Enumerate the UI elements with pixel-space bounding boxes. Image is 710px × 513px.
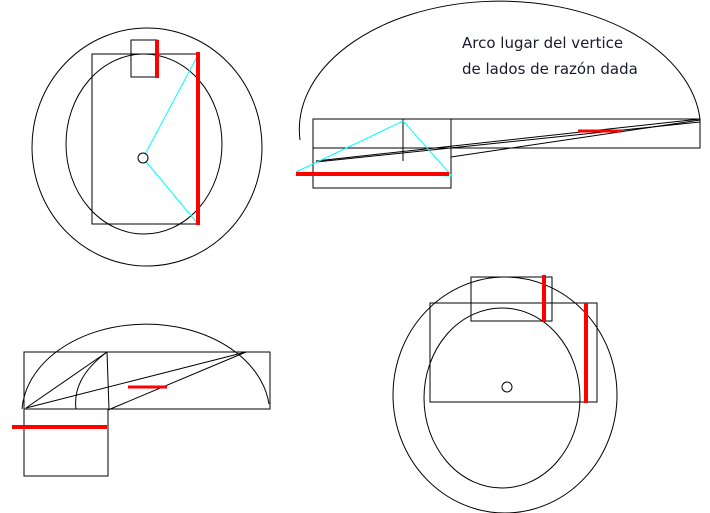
inscribed-rectangle-bottom-right — [429, 302, 598, 403]
ray-chord-bottom-left — [107, 351, 247, 411]
annotation-line-2: de lados de razón dada — [462, 60, 638, 78]
outer-circle-top-left — [31, 27, 263, 267]
cyan-radius-lower-top-left — [142, 157, 199, 225]
band-rectangle-top-right — [312, 118, 701, 149]
ray-long-bottom-left — [25, 351, 247, 409]
ray-upper-top-right — [450, 119, 701, 158]
cyan-left-leg-top-right — [295, 120, 404, 173]
annotation-line-1: Arco lugar del vertice — [462, 34, 623, 52]
inner-arc-bottom-left — [75, 351, 108, 410]
locus-arc-bottom-left — [21, 323, 270, 410]
locus-arc-top-right — [298, 0, 701, 141]
center-point-top-left — [137, 152, 149, 164]
vertical-tick-bottom-left — [106, 351, 110, 410]
outer-circle-bottom-right — [392, 276, 618, 513]
small-rectangle-top-left — [130, 39, 158, 78]
figure-top-left — [31, 27, 263, 267]
small-rectangle-bottom-right — [470, 276, 553, 322]
figure-top-right: Arco lugar del vertice de lados de razón… — [295, 0, 701, 189]
inscribed-rectangle-top-left — [91, 53, 199, 225]
band-rectangle-bottom-left — [23, 351, 271, 410]
center-point-bottom-right — [501, 381, 513, 393]
ray-mid-top-right — [315, 121, 701, 163]
cyan-right-leg-top-right — [402, 120, 453, 177]
lower-rectangle-bottom-left — [23, 408, 109, 477]
ray-short-bottom-left — [25, 351, 108, 409]
figure-bottom-right — [392, 275, 618, 513]
cyan-radius-upper-top-left — [142, 54, 199, 159]
lower-rectangle-top-right — [312, 118, 452, 189]
figure-bottom-left — [12, 323, 271, 477]
ray-lower-top-right — [315, 118, 701, 162]
inner-circle-bottom-right — [423, 307, 581, 489]
